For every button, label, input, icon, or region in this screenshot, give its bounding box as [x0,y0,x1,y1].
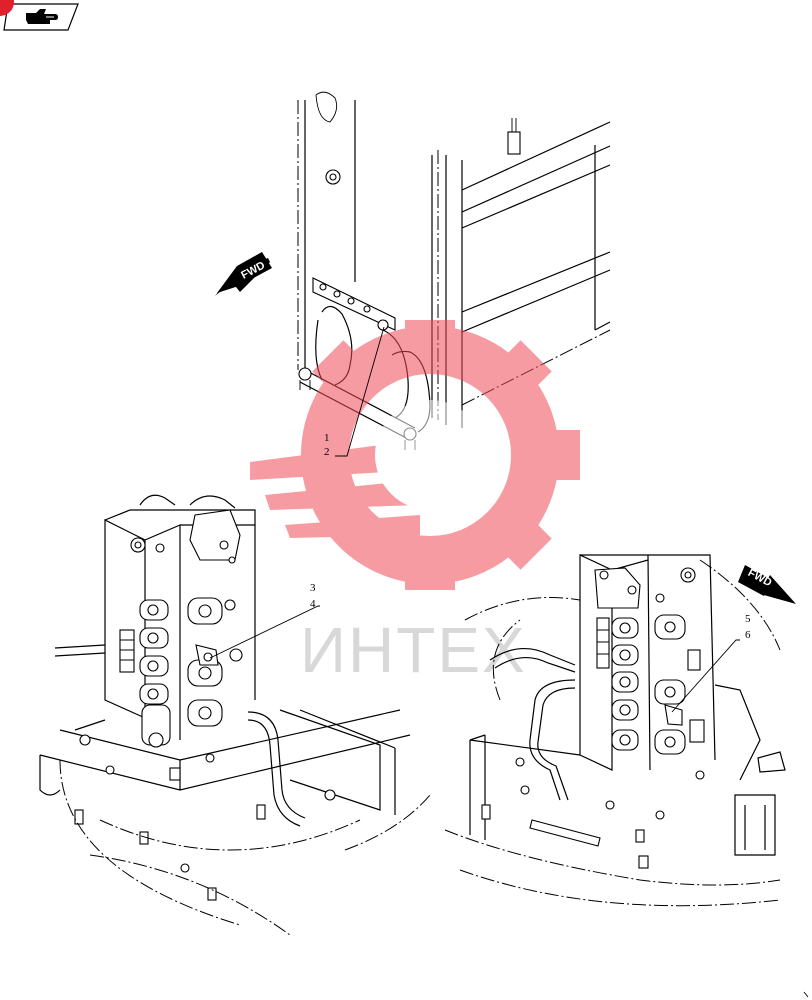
corner-mark [803,991,809,998]
watermark-logo [250,320,580,590]
fwd-arrow-right: FWD [738,565,796,604]
callout-leaders [209,326,740,713]
left-valve-assembly [39,494,431,936]
callout-3: 3 [310,582,316,594]
watermark-text: ИНТЕХ [300,614,527,686]
red-badge [0,0,14,16]
callout-4: 4 [310,598,316,610]
hand-pointer-icon [26,9,58,24]
callout-2: 2 [324,446,330,458]
fwd-arrow-left: FWD [215,252,272,296]
right-valve-assembly [444,554,786,907]
callout-5: 5 [745,613,751,625]
callout-6: 6 [745,629,751,641]
callout-1: 1 [324,432,330,444]
back-nav-button[interactable] [3,3,79,31]
